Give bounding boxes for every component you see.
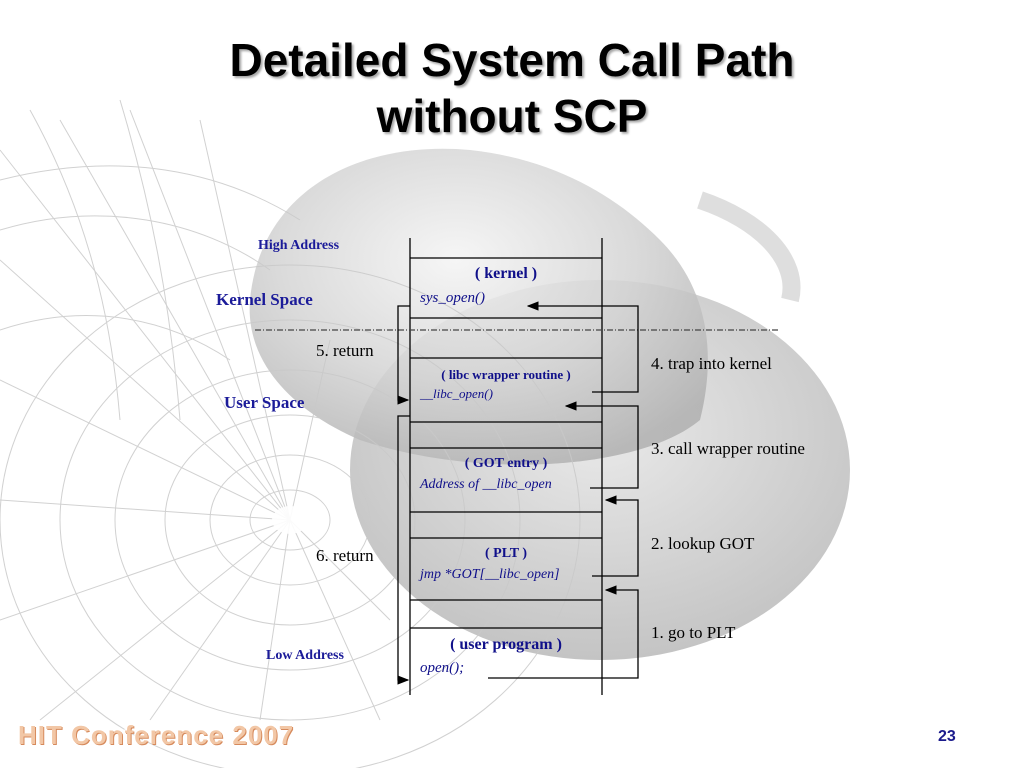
hat-crown-shape [249, 148, 708, 465]
slide-title: Detailed System Call Path without SCP [0, 32, 1024, 144]
plt-box-title: ( PLT ) [484, 546, 527, 561]
arrow-return-6 [397, 415, 410, 685]
step-3-label: 3. call wrapper routine [651, 439, 805, 458]
arrow-call-wrapper [564, 401, 639, 489]
arrow-go-to-plt [488, 585, 639, 679]
step-4-label: 4. trap into kernel [651, 354, 772, 373]
arrow-lookup-got [592, 495, 639, 577]
page-number: 23 [938, 728, 956, 745]
arrow-return-5 [397, 305, 410, 405]
libc-box-subtitle: __libc_open() [420, 386, 493, 401]
libc-box-title: ( libc wrapper routine ) [441, 367, 571, 382]
kernel-box-title: ( kernel ) [474, 265, 538, 282]
user-program-box-title: ( user program ) [450, 636, 562, 653]
slide-title-line1: Detailed System Call Path [229, 34, 795, 86]
step-2-label: 2. lookup GOT [651, 534, 755, 553]
kernel-box-subtitle: sys_open() [420, 290, 485, 306]
got-box-title: ( GOT entry ) [464, 456, 548, 471]
got-box-subtitle: Address of __libc_open [420, 477, 552, 492]
step-1-label: 1. go to PLT [651, 623, 736, 642]
kernel-space-label: Kernel Space [216, 290, 313, 309]
step-6-return-label: 6. return [316, 546, 374, 565]
low-address-label: Low Address [266, 648, 344, 663]
slide-title-line2: without SCP [376, 90, 648, 142]
step-5-return-label: 5. return [316, 341, 374, 360]
plt-box-subtitle: jmp *GOT[__libc_open] [420, 567, 560, 582]
high-address-label: High Address [258, 238, 340, 253]
arrow-trap-kernel [526, 301, 639, 393]
user-space-label: User Space [224, 393, 305, 412]
conference-footer: HIT Conference 2007 [18, 720, 295, 750]
user-program-box-subtitle: open(); [420, 660, 465, 676]
